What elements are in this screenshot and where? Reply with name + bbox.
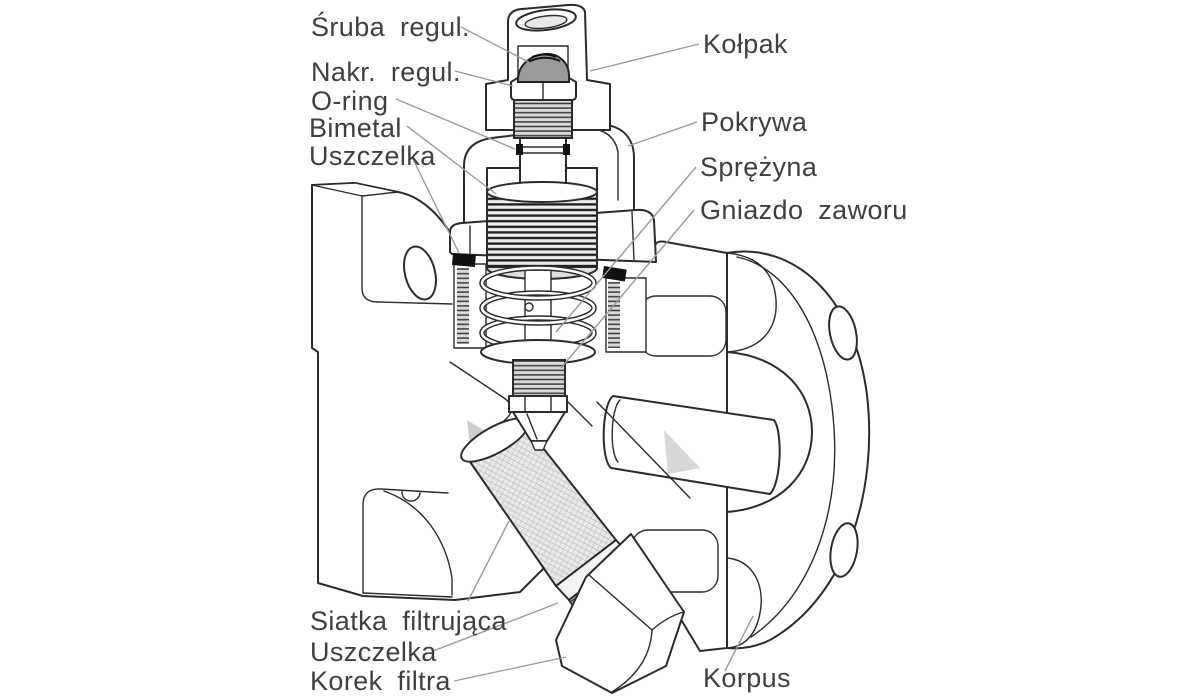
leader-pokrywa <box>627 121 698 147</box>
label-kolpak: Kołpak <box>703 29 788 59</box>
leader-gniazdo-zaworu <box>560 209 695 369</box>
bimetal-stack-top <box>486 181 598 203</box>
leader-nakr-regul <box>454 70 514 87</box>
leader-lines <box>395 26 754 682</box>
spring-stem-detail <box>524 302 534 312</box>
left-flange-bolt-hole <box>403 245 437 301</box>
outlet-bore <box>602 395 781 495</box>
body-bowl-curve <box>383 490 453 596</box>
clamp-facet-right <box>631 211 635 261</box>
leader-korpus <box>724 615 754 672</box>
label-korek-filtra: Korek filtra <box>310 666 451 696</box>
part-labels: Śruba regul. Nakr. regul. O-ring Bimetal… <box>309 10 908 696</box>
seat-cone-facet <box>526 413 538 440</box>
right-flange-bolt-hole-top <box>828 305 858 361</box>
filter-plug-facet-1 <box>588 574 653 631</box>
body-bottom-edge <box>362 592 453 598</box>
strainer-assembly <box>460 417 685 694</box>
leader-korek-filtra <box>453 656 567 682</box>
left-flange-panel <box>361 195 453 305</box>
yoke-top-opening-inner <box>524 14 568 30</box>
label-sruba-regul: Śruba regul. <box>311 10 470 42</box>
bonnet-assembly <box>449 3 657 451</box>
bimetal-stack <box>486 191 598 269</box>
label-uszczelka-top: Uszczelka <box>309 141 436 171</box>
left-flange-top-face <box>311 182 399 197</box>
housing-wall-right <box>596 401 691 499</box>
label-pokrywa: Pokrywa <box>701 107 808 137</box>
label-nakr-regul: Nakr. regul. <box>311 57 461 87</box>
housing-shadow-right <box>664 430 700 474</box>
label-korpus: Korpus <box>703 663 791 693</box>
body-neck-left-threads <box>457 268 469 344</box>
label-siatka-filtrujaca: Siatka filtrująca <box>310 606 507 636</box>
label-o-ring: O-ring <box>311 86 388 116</box>
body-neck-right-threads <box>608 282 620 348</box>
label-sprezyna: Sprężyna <box>700 152 818 182</box>
leader-siatka-filtrujaca <box>467 520 510 602</box>
passage-wall-left <box>449 361 505 399</box>
screw-head-slot <box>527 53 561 63</box>
o-ring-seal-left <box>516 144 523 155</box>
outlet-bore-inner <box>611 399 621 463</box>
lower-left-notch <box>401 490 421 502</box>
seat-threads <box>512 359 566 397</box>
filter-plug-facet-2 <box>651 611 685 631</box>
leader-uszczelka-bottom <box>432 602 559 652</box>
seat-tip <box>530 440 548 451</box>
flange-lower-rib <box>726 557 762 649</box>
leader-bimetal <box>406 125 497 195</box>
spring-stem <box>524 269 552 351</box>
label-gniazdo-zaworu: Gniazdo zaworu <box>700 195 908 225</box>
leader-o-ring <box>395 98 516 150</box>
filter-plug-facet-3 <box>611 629 653 693</box>
label-bimetal: Bimetal <box>309 113 402 143</box>
valve-seat-gniazdo <box>480 339 596 451</box>
right-flange-face-edge <box>736 256 836 638</box>
gasket-seal-left <box>451 252 476 267</box>
passage-wall-right <box>565 399 593 427</box>
flange-upper-rib <box>726 252 777 353</box>
flange-hub-boss <box>726 351 813 513</box>
leader-sruba-regul <box>460 26 545 71</box>
filter-plug <box>555 533 685 694</box>
right-flange-bolt-hole-bottom <box>829 522 859 578</box>
leader-kolpak <box>589 43 700 72</box>
o-ring-seal-right <box>563 144 570 155</box>
adjusting-screw-threads <box>513 95 573 139</box>
label-uszczelka-bottom: Uszczelka <box>310 637 437 667</box>
leader-sprezyna <box>555 166 697 333</box>
lower-left-panel <box>362 488 449 594</box>
leader-uszczelka-top <box>411 156 460 254</box>
seat-collar <box>508 395 568 413</box>
